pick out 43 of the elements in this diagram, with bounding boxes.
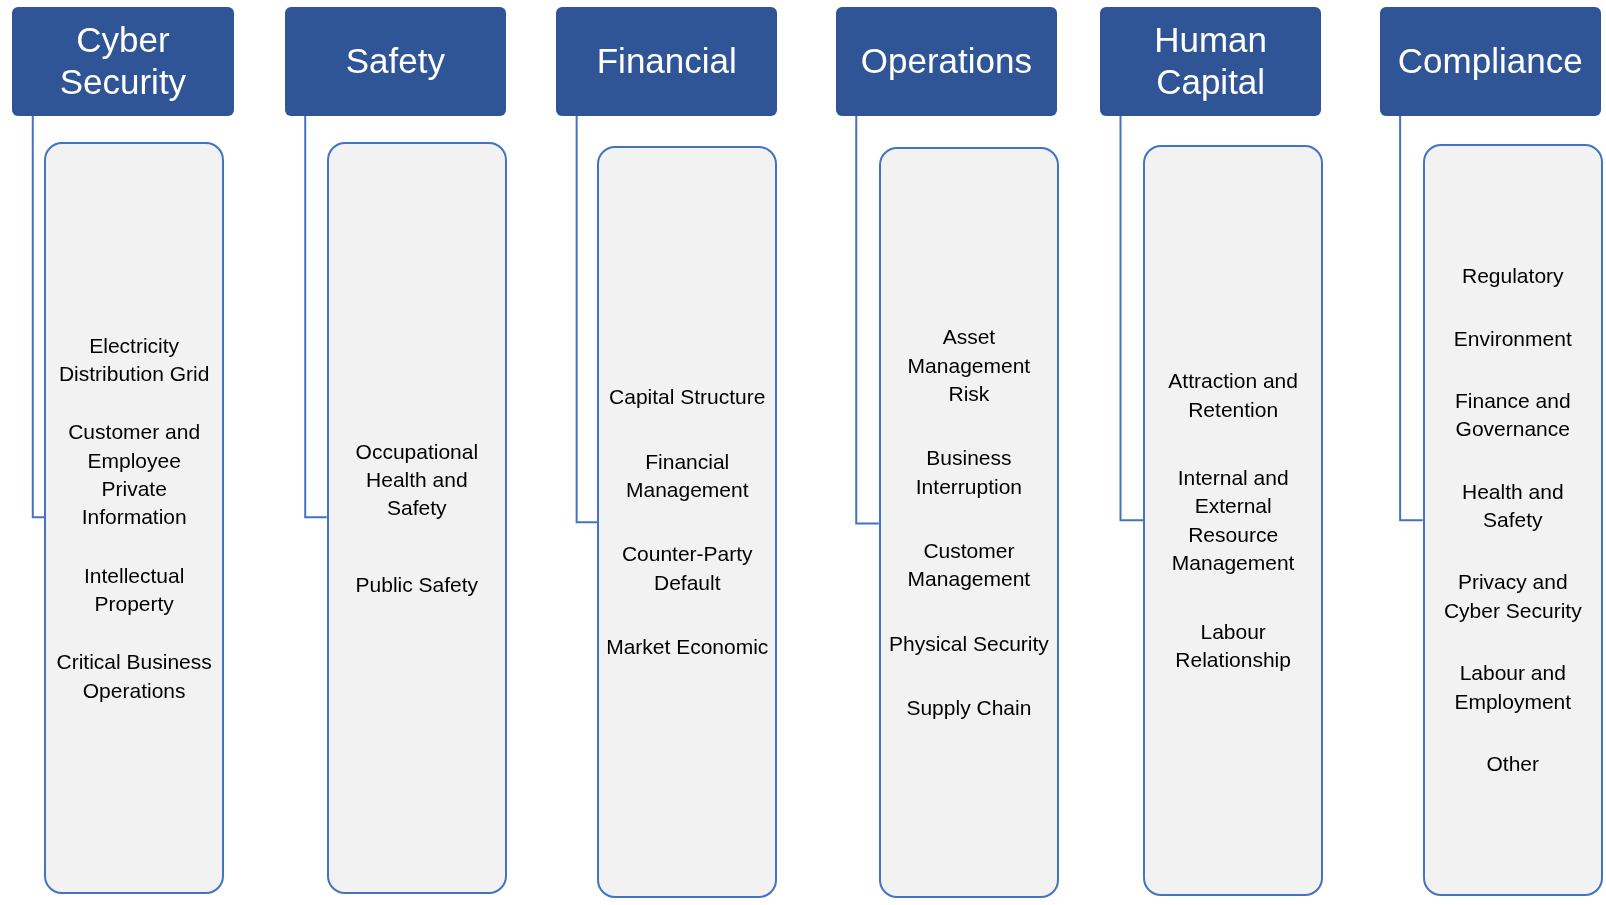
- list-item: Asset Management Risk: [906, 324, 1032, 407]
- connector-line: [575, 114, 599, 524]
- list-item: Customer and Employee Private Information: [67, 419, 202, 531]
- list-item: Public Safety: [355, 571, 479, 598]
- category-panel: [1422, 144, 1603, 897]
- category-panel: [878, 147, 1060, 899]
- list-item: Business Interruption: [914, 445, 1023, 500]
- list-item: Intellectual Property: [82, 562, 186, 617]
- list-item: Attraction and Retention: [1167, 368, 1299, 423]
- list-item: Environment: [1453, 325, 1572, 352]
- list-item: Occupational Health and Safety: [354, 438, 480, 522]
- category-header: Operations: [835, 7, 1057, 116]
- list-item: Privacy and Cyber Security: [1442, 569, 1583, 624]
- connector-line: [31, 114, 46, 519]
- category-header: Compliance: [1379, 7, 1601, 116]
- connector-line: [1119, 114, 1145, 522]
- category-header: Human Capital: [1100, 7, 1322, 116]
- connector-line: [855, 114, 880, 525]
- list-item: Internal and External Resource Management: [1170, 465, 1296, 577]
- list-item: Physical Security: [888, 630, 1049, 657]
- list-item: Health and Safety: [1461, 478, 1565, 534]
- connector-line: [1399, 114, 1424, 522]
- list-item: Labour and Employment: [1453, 660, 1573, 715]
- list-item: Regulatory: [1462, 263, 1564, 290]
- list-item: Electricity Distribution Grid: [57, 332, 211, 387]
- category-header: Financial: [556, 7, 778, 116]
- category-panel: [326, 142, 507, 895]
- category-panel: [597, 146, 778, 899]
- list-item: Counter-Party Default: [620, 541, 754, 596]
- category-header: Cyber Security: [12, 7, 234, 116]
- list-item: Critical Business Operations: [55, 649, 213, 704]
- list-item: Finance and Governance: [1454, 388, 1572, 443]
- category-panel: [44, 142, 225, 895]
- list-item: Customer Management: [906, 538, 1032, 593]
- list-item: Other: [1486, 750, 1540, 777]
- category-panel: [1143, 145, 1324, 897]
- category-header: Safety: [284, 7, 506, 116]
- list-item: Financial Management: [624, 448, 750, 503]
- connector-line: [304, 114, 328, 519]
- list-item: Labour Relationship: [1174, 618, 1292, 673]
- list-item: Capital Structure: [609, 384, 766, 411]
- list-item: Supply Chain: [906, 695, 1032, 722]
- list-item: Market Economic: [606, 634, 769, 661]
